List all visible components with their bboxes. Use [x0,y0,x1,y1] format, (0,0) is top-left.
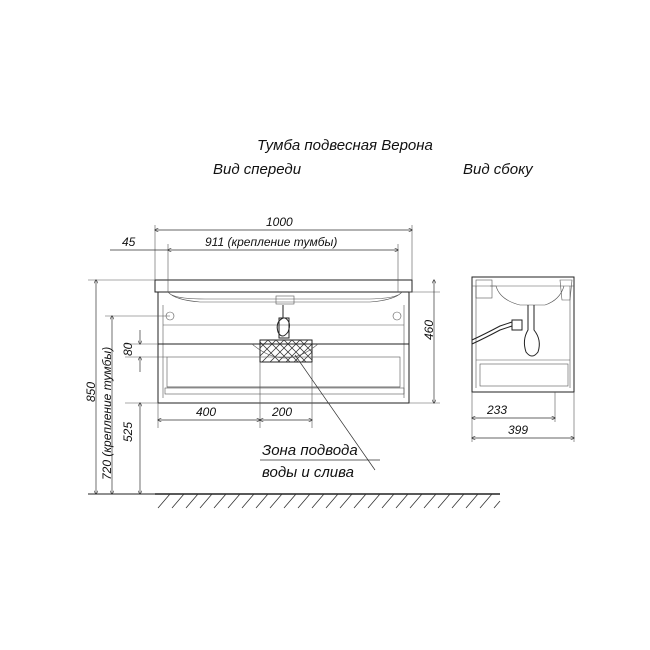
dim-mount-height: 720 (крепление тумбы) [100,347,114,480]
side-drawer [479,363,569,387]
side-basin [490,285,565,306]
dim-zone-offset: 400 [196,405,216,419]
dim-zone-width: 200 [271,405,292,419]
front-dimensions: 1000 45 911 (крепление тумбы) 460 850 72… [84,215,440,494]
floor-hatch [157,493,501,509]
side-view [471,276,575,393]
side-view-label: Вид сбоку [463,161,534,178]
dim-bottom-height: 525 [121,422,135,442]
front-view-label: Вид спереди [213,161,302,178]
side-mount [475,279,493,299]
drain-hole [275,295,295,305]
dim-floor-height: 850 [84,382,98,402]
drawer-cutout [251,343,319,359]
countertop [154,279,413,293]
cabinet-body [157,291,410,404]
service-zone-hatch [259,339,313,363]
callout-line-2: воды и слива [262,464,354,481]
dim-side-inner: 233 [486,403,507,417]
dim-drawer-gap: 80 [121,342,135,356]
basin-rim [171,294,399,300]
side-back-panel [559,279,573,301]
dim-offset-left: 45 [122,235,136,249]
dim-height-body: 460 [422,320,436,340]
service-zone-callout: Зона подвода воды и слива [260,354,380,481]
siphon-trap [278,317,290,339]
basin-outline [167,291,403,303]
side-body [471,276,575,393]
dim-total-width: 1000 [266,215,293,229]
callout-line-1: Зона подвода [262,442,358,459]
dim-side-depth: 399 [508,423,528,437]
floor [88,493,501,509]
mount-point-right [392,311,402,321]
drawer-bottom [164,387,405,395]
side-pipe [471,325,513,345]
drawing-title: Тумба подвесная Верона [257,137,433,154]
dim-mount-width: 911 (крепление тумбы) [205,235,337,249]
side-siphon [523,305,540,357]
side-pipe-joint [511,319,523,331]
side-dimensions: 233 399 [472,392,574,442]
front-view [154,279,413,404]
